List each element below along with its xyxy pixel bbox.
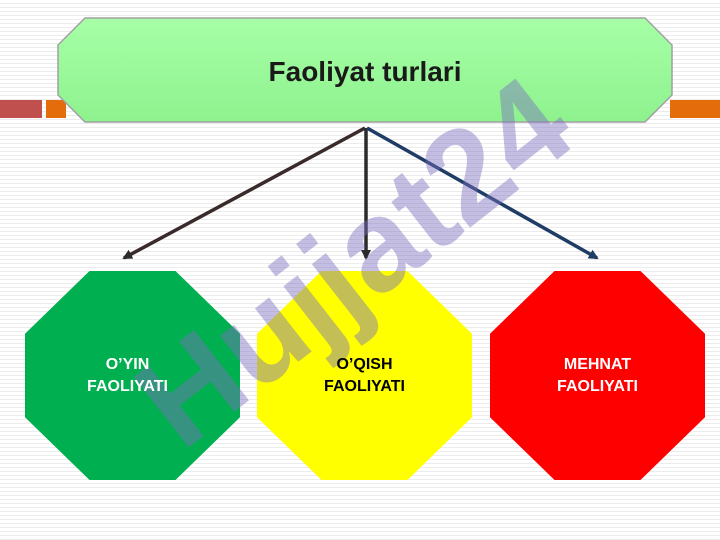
octagon-oyin xyxy=(25,271,240,480)
label-mehnat: MEHNAT FAOLIYATI xyxy=(490,354,705,398)
label-mehnat-line1: MEHNAT xyxy=(563,356,632,373)
accent-bar-orange-left xyxy=(46,100,66,118)
octagon-oqish xyxy=(257,271,472,480)
accent-bar-red xyxy=(0,100,42,118)
label-oyin: O’YIN FAOLIYATI xyxy=(25,354,240,398)
arrow-to-mehnat xyxy=(366,126,599,260)
label-oqish: O’QISH FAOLIYATI xyxy=(257,354,472,398)
label-oyin-line2: FAOLIYATI xyxy=(87,378,168,395)
label-oyin-line1: O’YIN xyxy=(105,356,150,373)
octagon-mehnat xyxy=(490,271,705,480)
accent-bar-orange-right xyxy=(670,100,720,118)
label-mehnat-line2: FAOLIYATI xyxy=(557,378,638,395)
label-oqish-line1: O’QISH xyxy=(336,356,393,373)
slide-title: Faoliyat turlari xyxy=(268,56,462,87)
arrow-to-oyin xyxy=(122,126,366,260)
label-oqish-line2: FAOLIYATI xyxy=(324,378,405,395)
